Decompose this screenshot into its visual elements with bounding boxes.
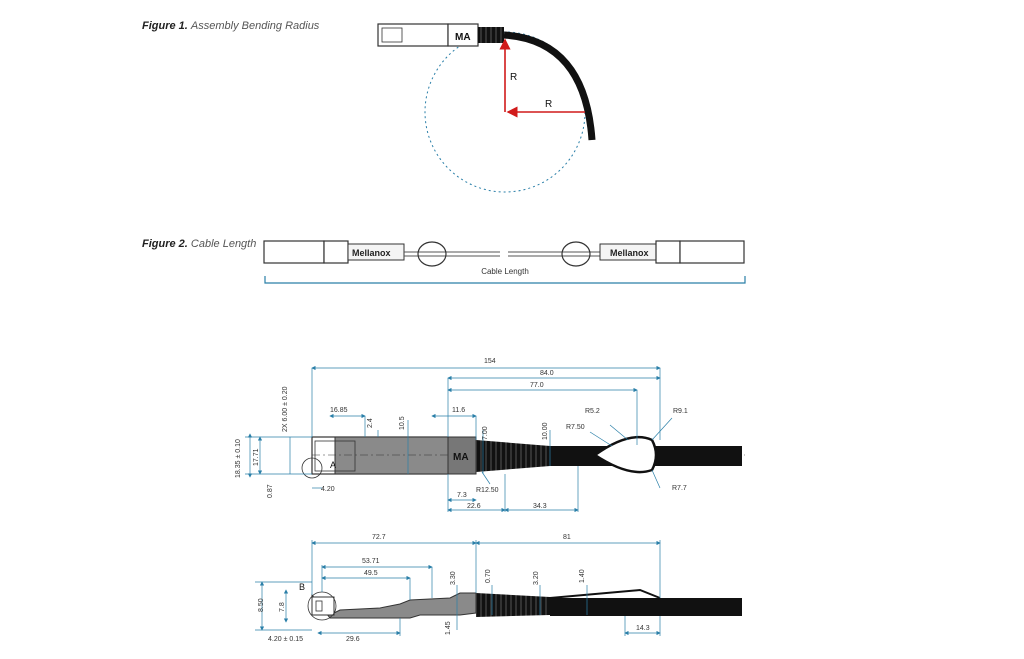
dim-3-20: 3.20 (533, 571, 540, 585)
detail-b-label: B (299, 582, 305, 592)
dim-7-8: 7.8 (279, 602, 286, 612)
dim-29-6: 29.6 (346, 636, 360, 643)
figure4-drawing: B (255, 534, 742, 643)
dim-84: 84.0 (540, 370, 554, 377)
fig2-brand-left: Mellanox (352, 248, 391, 258)
figure2-title: Cable Length (190, 238, 257, 250)
dim-2-4: 2.4 (367, 418, 374, 428)
dim-r12-50: R12.50 (476, 487, 499, 494)
dim-4-20-tol: 4.20 ± 0.15 (268, 636, 303, 643)
dim-2x6: 2X 6.00 ± 0.20 (282, 386, 289, 432)
dim-1-40: 1.40 (579, 569, 586, 583)
dim-17-71: 17.71 (253, 448, 260, 466)
dim-49-5: 49.5 (364, 570, 378, 577)
dim-r9-1: R9.1 (673, 408, 688, 415)
dim-overall: 154 (484, 358, 496, 365)
dim-81: 81 (563, 534, 571, 541)
fig4-connector-profile (311, 592, 477, 619)
radius-label-horizontal: R (545, 99, 552, 110)
dim-3-30: 3.30 (450, 571, 457, 585)
dim-22-6: 22.6 (467, 503, 481, 510)
dim-7-00: 7.00 (482, 426, 489, 440)
dim-r7-50: R7.50 (566, 424, 585, 431)
dim-r7-7: R7.7 (672, 485, 687, 492)
dim-77: 77.0 (530, 382, 544, 389)
cable-length-label: Cable Length (481, 267, 529, 276)
radius-label-vertical: R (510, 72, 517, 83)
dim-53-71: 53.71 (362, 558, 380, 565)
fig2-brand-right: Mellanox (610, 248, 649, 258)
fig3-strain-relief (476, 440, 550, 472)
dim-8-50: 8.50 (258, 598, 265, 612)
fig1-brand-mark: MA (455, 32, 471, 43)
figure3-drawing: MA A (235, 358, 745, 513)
dim-14-3: 14.3 (636, 625, 650, 632)
fig4-cable (550, 598, 742, 616)
dim-4-20: 4.20 (321, 486, 335, 493)
dim-11-6: 11.6 (452, 407, 465, 414)
dim-16-85: 16.85 (330, 407, 348, 414)
figure2-label: Figure 2. (142, 238, 188, 250)
fig4-strain-relief (476, 593, 550, 617)
dim-10-5: 10.5 (399, 416, 406, 430)
figure1-caption: Figure 1. Assembly Bending Radius (142, 20, 319, 32)
figure1-label: Figure 1. (142, 20, 188, 32)
fig1-cable (503, 31, 596, 141)
figure1-title: Assembly Bending Radius (190, 20, 320, 32)
dim-r5-2: R5.2 (585, 408, 600, 415)
dim-18-35: 18.35 ± 0.10 (235, 439, 242, 478)
detail-a-label: A (330, 460, 336, 470)
svg-text:MA: MA (453, 452, 469, 463)
figure2-cable-length: Mellanox Mellanox Cable Length (263, 240, 746, 284)
dim-72-7: 72.7 (372, 534, 386, 541)
dim-1-45: 1.45 (445, 621, 452, 635)
dim-0-70: 0.70 (485, 569, 492, 583)
dim-0-87: 0.87 (267, 484, 274, 498)
dim-10-00: 10.00 (542, 422, 549, 440)
dim-7-3: 7.3 (457, 492, 467, 499)
fig1-strain-relief (478, 27, 504, 43)
figure2-caption: Figure 2. Cable Length (142, 238, 256, 250)
dim-34-3: 34.3 (533, 503, 547, 510)
cable-length-bracket (264, 276, 746, 284)
fig1-connector-shell (377, 23, 449, 47)
figure1-bend-radius: MA R R (377, 23, 596, 193)
